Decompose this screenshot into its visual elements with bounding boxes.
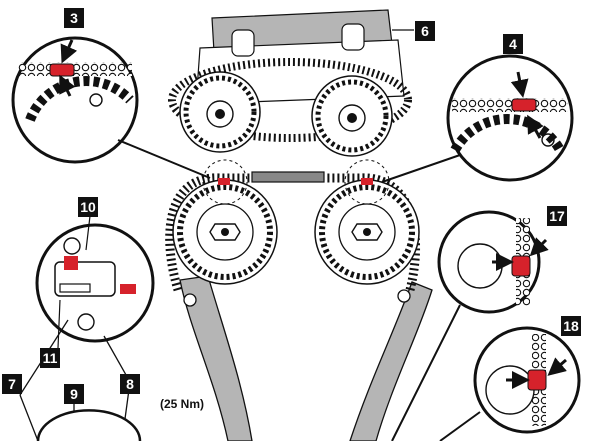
detail-circle-4 bbox=[344, 159, 390, 205]
star-mark-icon bbox=[541, 133, 555, 147]
star-mark-icon bbox=[89, 93, 103, 107]
detail-circle-3 bbox=[202, 159, 248, 205]
detail-view-18 bbox=[439, 326, 581, 441]
label-8: 8 bbox=[120, 374, 140, 394]
detail-view-3 bbox=[11, 36, 211, 179]
detail-view-4 bbox=[381, 54, 574, 183]
label-3: 3 bbox=[64, 8, 84, 28]
label-17: 17 bbox=[547, 206, 567, 226]
cylinder-head-assembly bbox=[168, 9, 414, 157]
main-timing-chain-view bbox=[165, 159, 433, 441]
torque-spec: (25 Nm) bbox=[160, 397, 205, 411]
label-9: 9 bbox=[64, 384, 84, 404]
label-6: 6 bbox=[415, 21, 435, 41]
label-10: 10 bbox=[78, 197, 98, 217]
timing-mark-arrow-icon bbox=[60, 39, 78, 64]
timing-mark-arrow-icon bbox=[218, 178, 230, 185]
left-cam-sprocket bbox=[172, 179, 278, 285]
label-4: 4 bbox=[503, 34, 523, 54]
label-7: 7 bbox=[2, 374, 22, 394]
label-18: 18 bbox=[561, 316, 581, 336]
timing-mark-arrow-icon bbox=[510, 71, 529, 98]
sprocket-icon bbox=[179, 71, 261, 153]
right-cam-sprocket bbox=[314, 179, 420, 285]
label-11: 11 bbox=[40, 348, 60, 368]
detail-view-tensioner bbox=[35, 215, 155, 349]
sprocket-icon bbox=[311, 75, 393, 157]
detail-view-17 bbox=[391, 210, 549, 441]
timing-mark-arrow-icon bbox=[361, 178, 373, 185]
